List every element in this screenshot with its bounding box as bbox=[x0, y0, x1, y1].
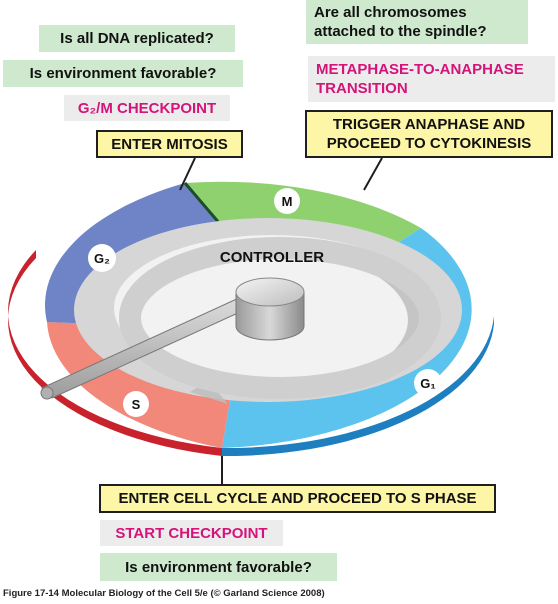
trigger-line2: PROCEED TO CYTOKINESIS bbox=[326, 135, 532, 152]
figure-caption: Figure 17-14 Molecular Biology of the Ce… bbox=[3, 588, 325, 599]
g2m-question-environment: Is environment favorable? bbox=[3, 60, 243, 87]
m-label: M bbox=[282, 194, 293, 209]
pointer-lines bbox=[179, 157, 383, 484]
metaphase-question-line1: Are all chromosomes bbox=[314, 4, 467, 21]
trigger-anaphase-pointer bbox=[363, 157, 383, 191]
m-label-circle bbox=[274, 188, 300, 214]
start-checkpoint-label: START CHECKPOINT bbox=[100, 520, 283, 546]
metaphase-anaphase-transition-label: METAPHASE-TO-ANAPHASE TRANSITION bbox=[308, 56, 555, 102]
metaphase-question-line2: attached to the spindle? bbox=[314, 23, 487, 40]
phase-labels: M G₂ G₁ S bbox=[88, 188, 442, 417]
trigger-line1: TRIGGER ANAPHASE AND bbox=[332, 116, 526, 133]
s-label-circle bbox=[123, 391, 149, 417]
g1-label: G₁ bbox=[420, 376, 436, 391]
g1-label-circle bbox=[414, 369, 442, 397]
enter-cell-cycle-box: ENTER CELL CYCLE AND PROCEED TO S PHASE bbox=[99, 484, 496, 513]
trigger-anaphase-box: TRIGGER ANAPHASE AND PROCEED TO CYTOKINE… bbox=[305, 110, 553, 158]
g2-m-boundary bbox=[183, 182, 222, 225]
s-label: S bbox=[132, 397, 141, 412]
metaphase-question: Are all chromosomes attached to the spin… bbox=[306, 0, 528, 44]
transition-line2: TRANSITION bbox=[316, 80, 408, 97]
start-question-environment: Is environment favorable? bbox=[100, 553, 337, 581]
s-phase-segment bbox=[47, 322, 233, 448]
transition-line1: METAPHASE-TO-ANAPHASE bbox=[316, 61, 524, 78]
controller-knob bbox=[40, 277, 305, 400]
controller-label: CONTROLLER bbox=[220, 249, 324, 266]
g2m-question-dna-replicated: Is all DNA replicated? bbox=[39, 25, 235, 52]
enter-mitosis-box: ENTER MITOSIS bbox=[96, 130, 243, 158]
g2-label: G₂ bbox=[94, 251, 110, 266]
g2-label-circle bbox=[88, 244, 116, 272]
enter-mitosis-pointer bbox=[179, 157, 196, 191]
g2m-checkpoint-label: G₂/M CHECKPOINT bbox=[64, 95, 230, 121]
